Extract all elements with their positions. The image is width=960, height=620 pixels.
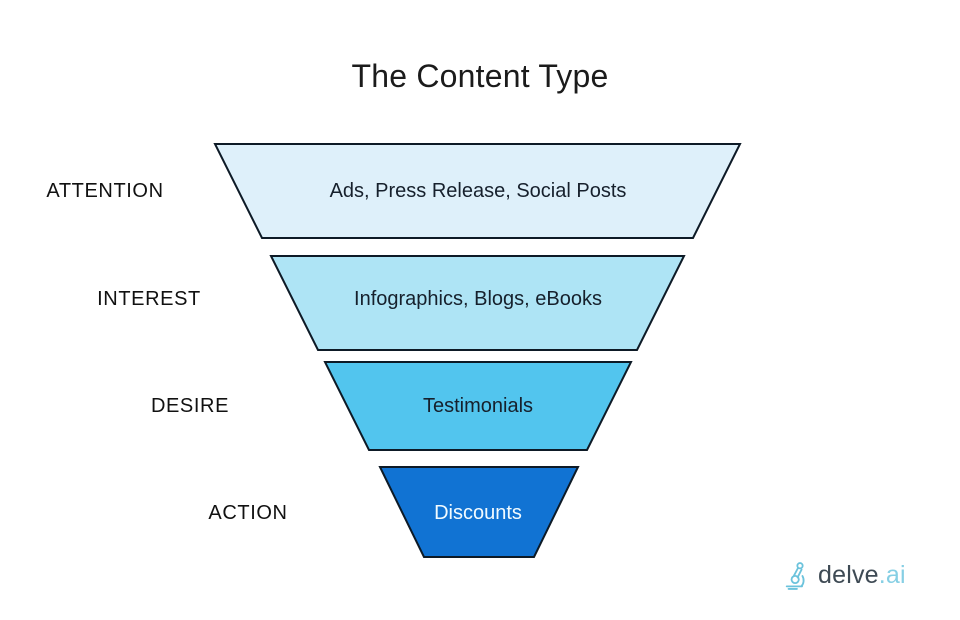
page-title: The Content Type — [351, 58, 609, 94]
stage-content-desire: Testimonials — [422, 395, 534, 417]
funnel-stage-interest-shape — [269, 255, 686, 351]
delve-logo: delve.ai — [782, 558, 906, 592]
funnel-stage-attention-shape — [213, 143, 742, 239]
logo-name: delve — [818, 560, 879, 589]
funnel-stage-action-shape — [378, 466, 580, 558]
logo-suffix: .ai — [878, 560, 906, 589]
logo-wordmark: delve.ai — [818, 561, 906, 590]
funnel-stage-desire-shape — [323, 361, 633, 451]
microscope-icon — [785, 561, 805, 590]
stage-content-action: Discounts — [434, 502, 522, 524]
stage-label-interest: INTEREST — [97, 288, 201, 310]
stage-content-attention: Ads, Press Release, Social Posts — [329, 180, 627, 202]
stage-label-desire: DESIRE — [150, 395, 230, 417]
stage-content-interest: Infographics, Blogs, eBooks — [354, 288, 602, 310]
stage-label-action: ACTION — [208, 502, 288, 524]
stage-label-attention: ATTENTION — [46, 180, 164, 202]
